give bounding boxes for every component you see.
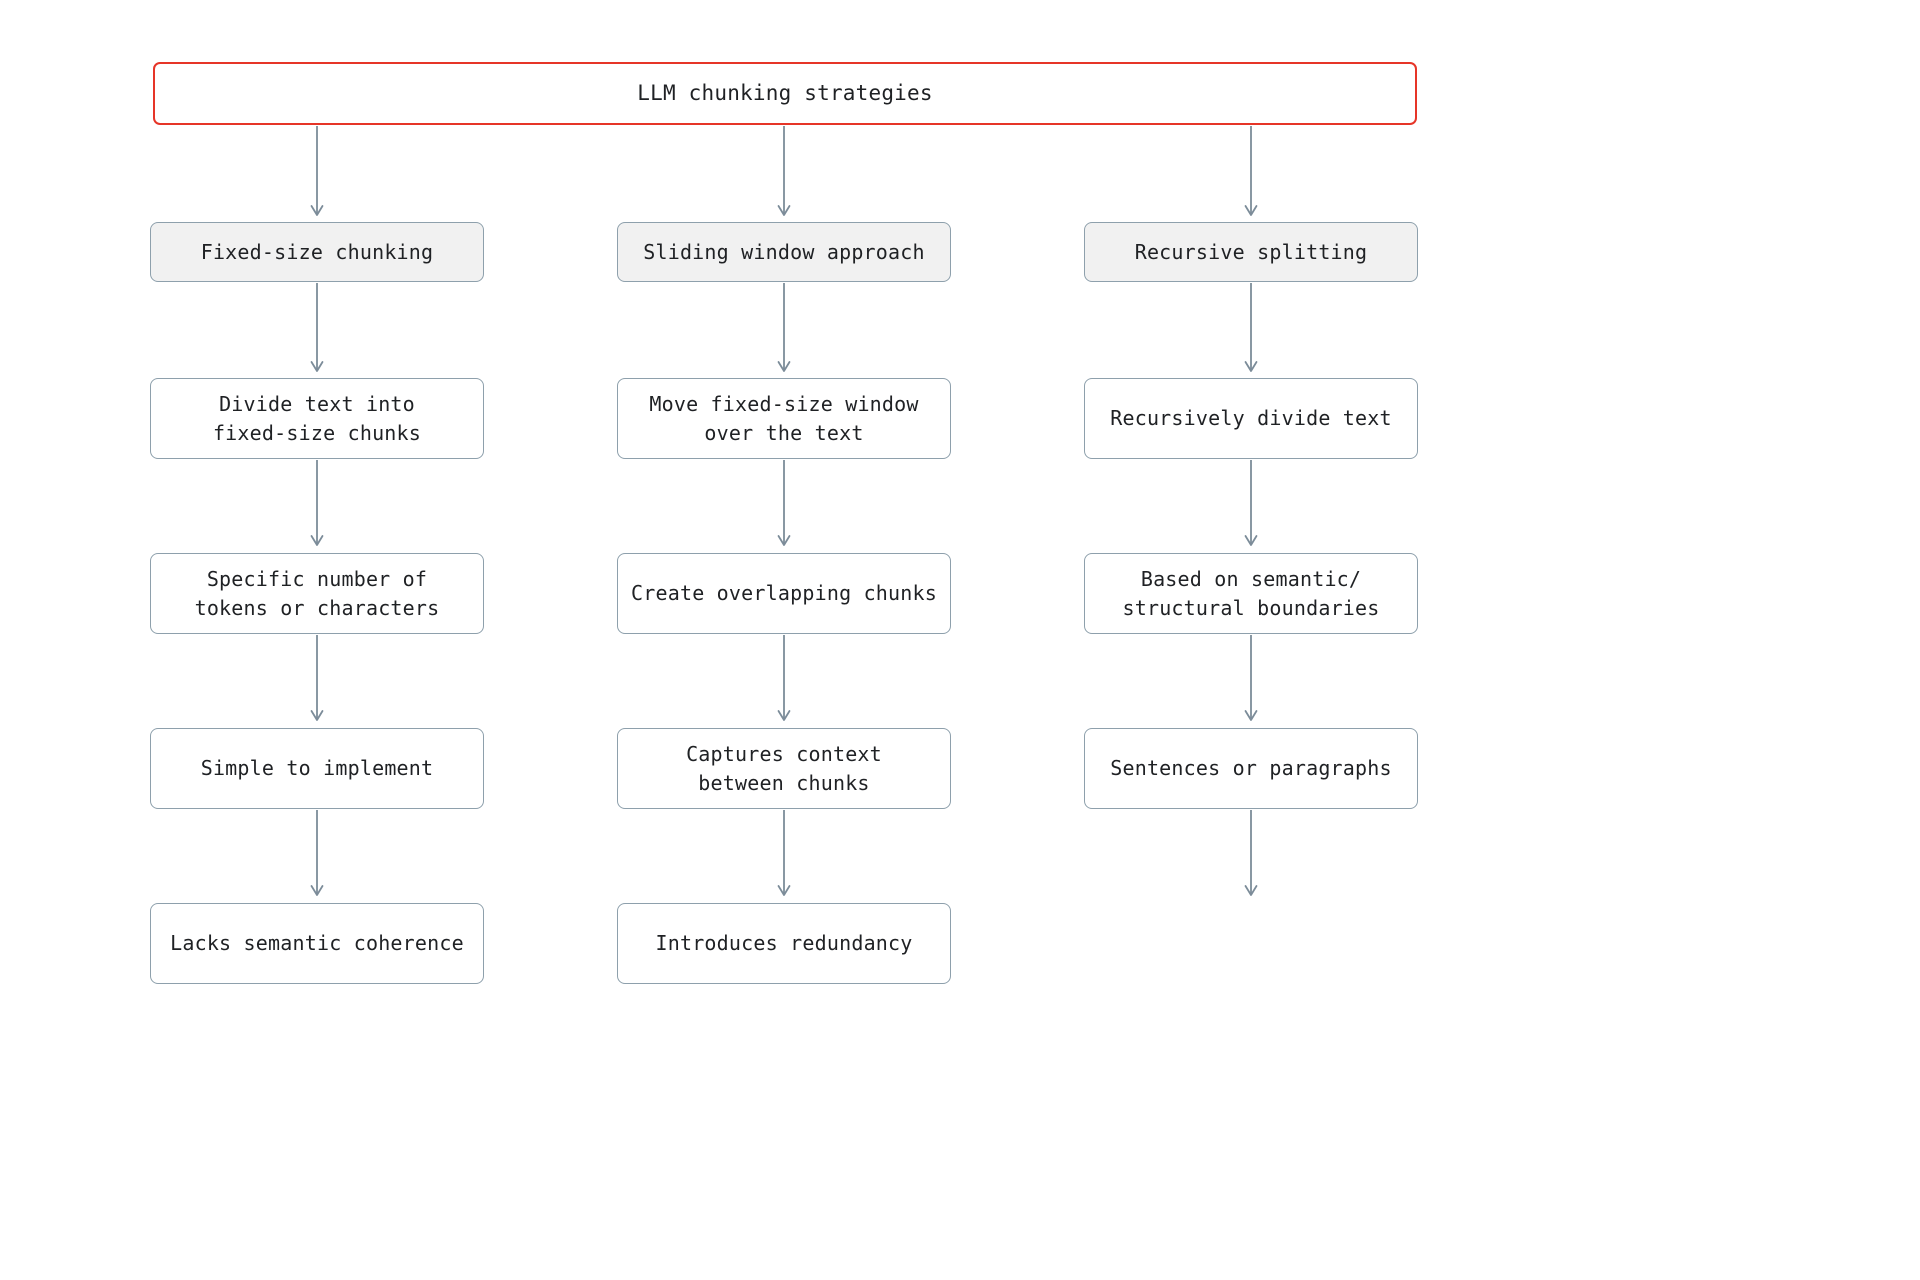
root-node-llm-chunking-strategies[interactable]: LLM chunking strategies <box>153 62 1417 125</box>
leaf-node-label: Introduces redundancy <box>655 931 913 956</box>
edge-root-to-recursive-splitting <box>1244 126 1258 216</box>
leaf-node-specific-number[interactable]: Specific number of tokens or characters <box>150 553 484 634</box>
leaf-node-lacks-coherence[interactable]: Lacks semantic coherence <box>150 903 484 984</box>
leaf-node-label: Recursively divide text <box>1110 406 1392 431</box>
leaf-node-label: Sentences or paragraphs <box>1110 756 1392 781</box>
branch-node-label: Fixed-size chunking <box>200 239 434 264</box>
leaf-node-sentences-paragraphs[interactable]: Sentences or paragraphs <box>1084 728 1418 809</box>
edge-specific-number-to-simple-implement <box>310 635 324 721</box>
leaf-node-label: Move fixed-size window over the text <box>649 392 919 445</box>
edge-overlapping-chunks-to-captures-context <box>777 635 791 721</box>
edge-simple-implement-to-lacks-coherence <box>310 810 324 896</box>
leaf-node-introduces-redundancy[interactable]: Introduces redundancy <box>617 903 951 984</box>
edge-fixed-size-to-divide-text <box>310 283 324 372</box>
leaf-node-label: Simple to implement <box>200 756 434 781</box>
edge-move-window-to-overlapping-chunks <box>777 460 791 546</box>
edge-recursively-divide-to-semantic-boundaries <box>1244 460 1258 546</box>
leaf-node-divide-text[interactable]: Divide text into fixed-size chunks <box>150 378 484 459</box>
branch-node-label: Recursive splitting <box>1134 239 1368 264</box>
leaf-node-label: Create overlapping chunks <box>630 581 938 606</box>
branch-node-sliding-window-approach[interactable]: Sliding window approach <box>617 222 951 282</box>
edge-recursive-splitting-to-recursively-divide <box>1244 283 1258 372</box>
edge-sliding-window-to-move-window <box>777 283 791 372</box>
leaf-node-recursively-divide[interactable]: Recursively divide text <box>1084 378 1418 459</box>
leaf-node-move-window[interactable]: Move fixed-size window over the text <box>617 378 951 459</box>
leaf-node-semantic-boundaries[interactable]: Based on semantic/ structural boundaries <box>1084 553 1418 634</box>
edge-root-to-sliding-window <box>777 126 791 216</box>
leaf-node-label: Captures context between chunks <box>686 742 882 795</box>
leaf-node-label: Based on semantic/ structural boundaries <box>1122 567 1380 620</box>
leaf-node-label: Lacks semantic coherence <box>170 931 464 956</box>
root-node-label: LLM chunking strategies <box>637 81 933 106</box>
leaf-node-label: Specific number of tokens or characters <box>194 567 440 620</box>
leaf-node-label: Divide text into fixed-size chunks <box>212 392 422 445</box>
branch-node-label: Sliding window approach <box>643 239 925 264</box>
edge-captures-context-to-introduces-redundancy <box>777 810 791 896</box>
leaf-node-simple-implement[interactable]: Simple to implement <box>150 728 484 809</box>
edge-divide-text-to-specific-number <box>310 460 324 546</box>
edge-semantic-boundaries-to-sentences-paragraphs <box>1244 635 1258 721</box>
leaf-node-captures-context[interactable]: Captures context between chunks <box>617 728 951 809</box>
branch-node-recursive-splitting[interactable]: Recursive splitting <box>1084 222 1418 282</box>
edge-root-to-fixed-size <box>310 126 324 216</box>
branch-node-fixed-size-chunking[interactable]: Fixed-size chunking <box>150 222 484 282</box>
edge-sentences-paragraphs-trailing <box>1244 810 1258 896</box>
leaf-node-overlapping-chunks[interactable]: Create overlapping chunks <box>617 553 951 634</box>
